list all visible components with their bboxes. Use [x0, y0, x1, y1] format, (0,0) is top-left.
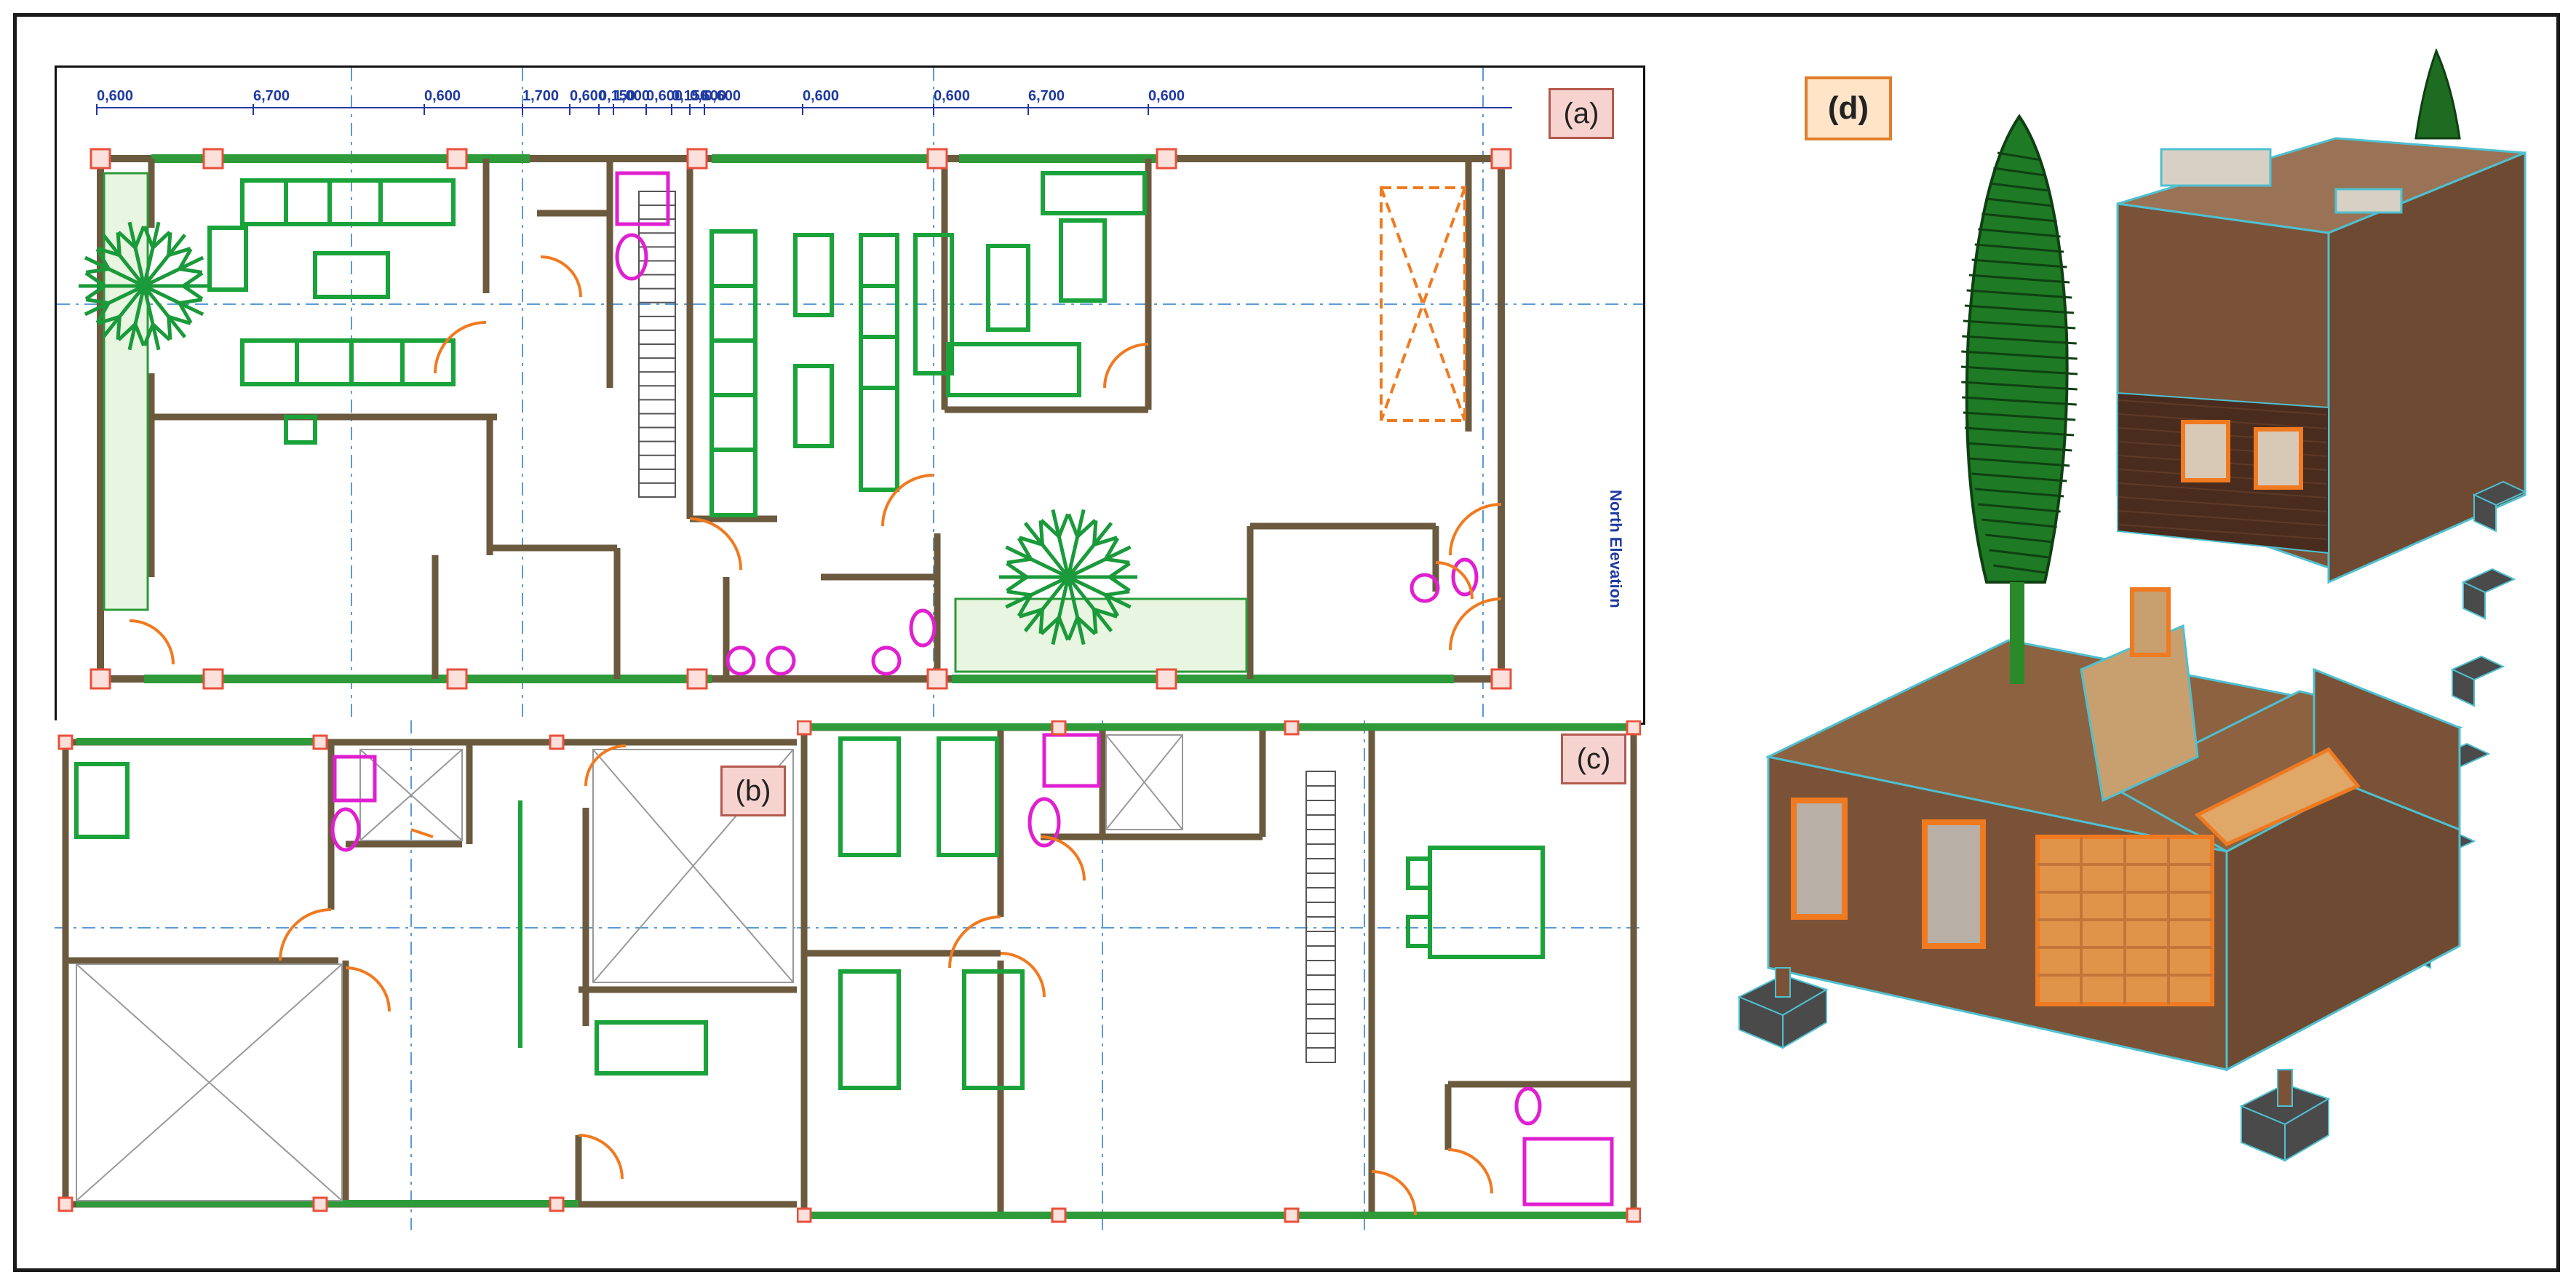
column-marker [57, 734, 73, 750]
dimension-label: 0,600 [97, 88, 133, 104]
column-marker [312, 734, 328, 750]
glazing-strips [144, 154, 1454, 683]
column-marker [1284, 720, 1300, 736]
panel-label-c: (c) [1561, 734, 1626, 784]
dimension-label: 1,000 [613, 88, 650, 104]
panel-c-drawing [797, 720, 1641, 1230]
column-marker [549, 1196, 565, 1212]
stair [638, 191, 676, 498]
north-elevation-note: North Elevation [1607, 490, 1625, 608]
column-marker [1626, 720, 1641, 736]
dimension-label: 1,700 [522, 88, 559, 104]
cypress-tree-icon [1960, 114, 2078, 684]
column-marker [926, 668, 948, 690]
dimension-label: 0,600 [690, 88, 726, 104]
structural-columns [90, 148, 1512, 690]
brick-facade-band [2117, 391, 2329, 554]
column-marker [926, 148, 948, 170]
panel-d-drawing [1737, 47, 2527, 1162]
inner-walls [148, 159, 1472, 679]
column-marker [90, 668, 111, 690]
front-footings [1737, 967, 2331, 1162]
dimension-label: 0,600 [570, 88, 606, 104]
column-marker [549, 734, 565, 750]
dimension-label: 0,600 [646, 88, 683, 104]
panel-label-d: (d) [1805, 76, 1892, 140]
column-marker [446, 668, 468, 690]
column-marker [1490, 148, 1512, 170]
column-marker [1284, 1207, 1300, 1223]
column-marker [202, 148, 224, 170]
furniture [207, 171, 1147, 517]
plan-tree-icon [79, 221, 210, 351]
column-marker [1156, 668, 1177, 690]
column-marker [797, 720, 812, 736]
lower-doors [1791, 587, 2214, 1006]
plan-tree-icon [999, 509, 1137, 645]
dimension-label: 6,700 [1028, 88, 1065, 104]
dimension-label: 0,150 [599, 88, 635, 104]
dimension-label: 0,150 [672, 88, 708, 104]
door-swings [129, 255, 1502, 665]
column-marker [1051, 720, 1067, 736]
column-marker [1626, 1207, 1641, 1223]
grid-lines [57, 68, 1643, 723]
column-marker [797, 1207, 812, 1223]
column-marker [1490, 668, 1512, 690]
column-marker [686, 148, 708, 170]
panel-b-upper-floor-plan: (b) [55, 720, 797, 1230]
dimension-label: 0,600 [934, 88, 970, 104]
panel-b-drawing [55, 720, 797, 1230]
column-marker [446, 148, 468, 170]
sanitary-fixtures [615, 171, 1479, 676]
column-marker [57, 1196, 73, 1212]
panel-c-upper-floor-plan: (c) [797, 720, 1641, 1230]
column-marker [202, 668, 224, 690]
cypress-tree-icon [2414, 47, 2461, 140]
column-marker [1051, 1207, 1067, 1223]
column-marker [686, 668, 708, 690]
panel-d-3d-model: (d) [1674, 29, 2547, 1252]
column-marker [312, 1196, 328, 1212]
dimension-label: 6,700 [253, 88, 290, 104]
dimension-label: 0,600 [704, 88, 741, 104]
panel-label-a: (a) [1549, 88, 1614, 139]
dimension-label: 0,600 [424, 88, 461, 104]
garage-car-outline [1380, 186, 1466, 422]
column-marker [90, 148, 111, 170]
panel-label-b: (b) [720, 766, 786, 816]
dimension-label: 0,600 [1148, 88, 1185, 104]
column-marker [1156, 148, 1177, 170]
dimension-label: 0,600 [803, 88, 839, 104]
